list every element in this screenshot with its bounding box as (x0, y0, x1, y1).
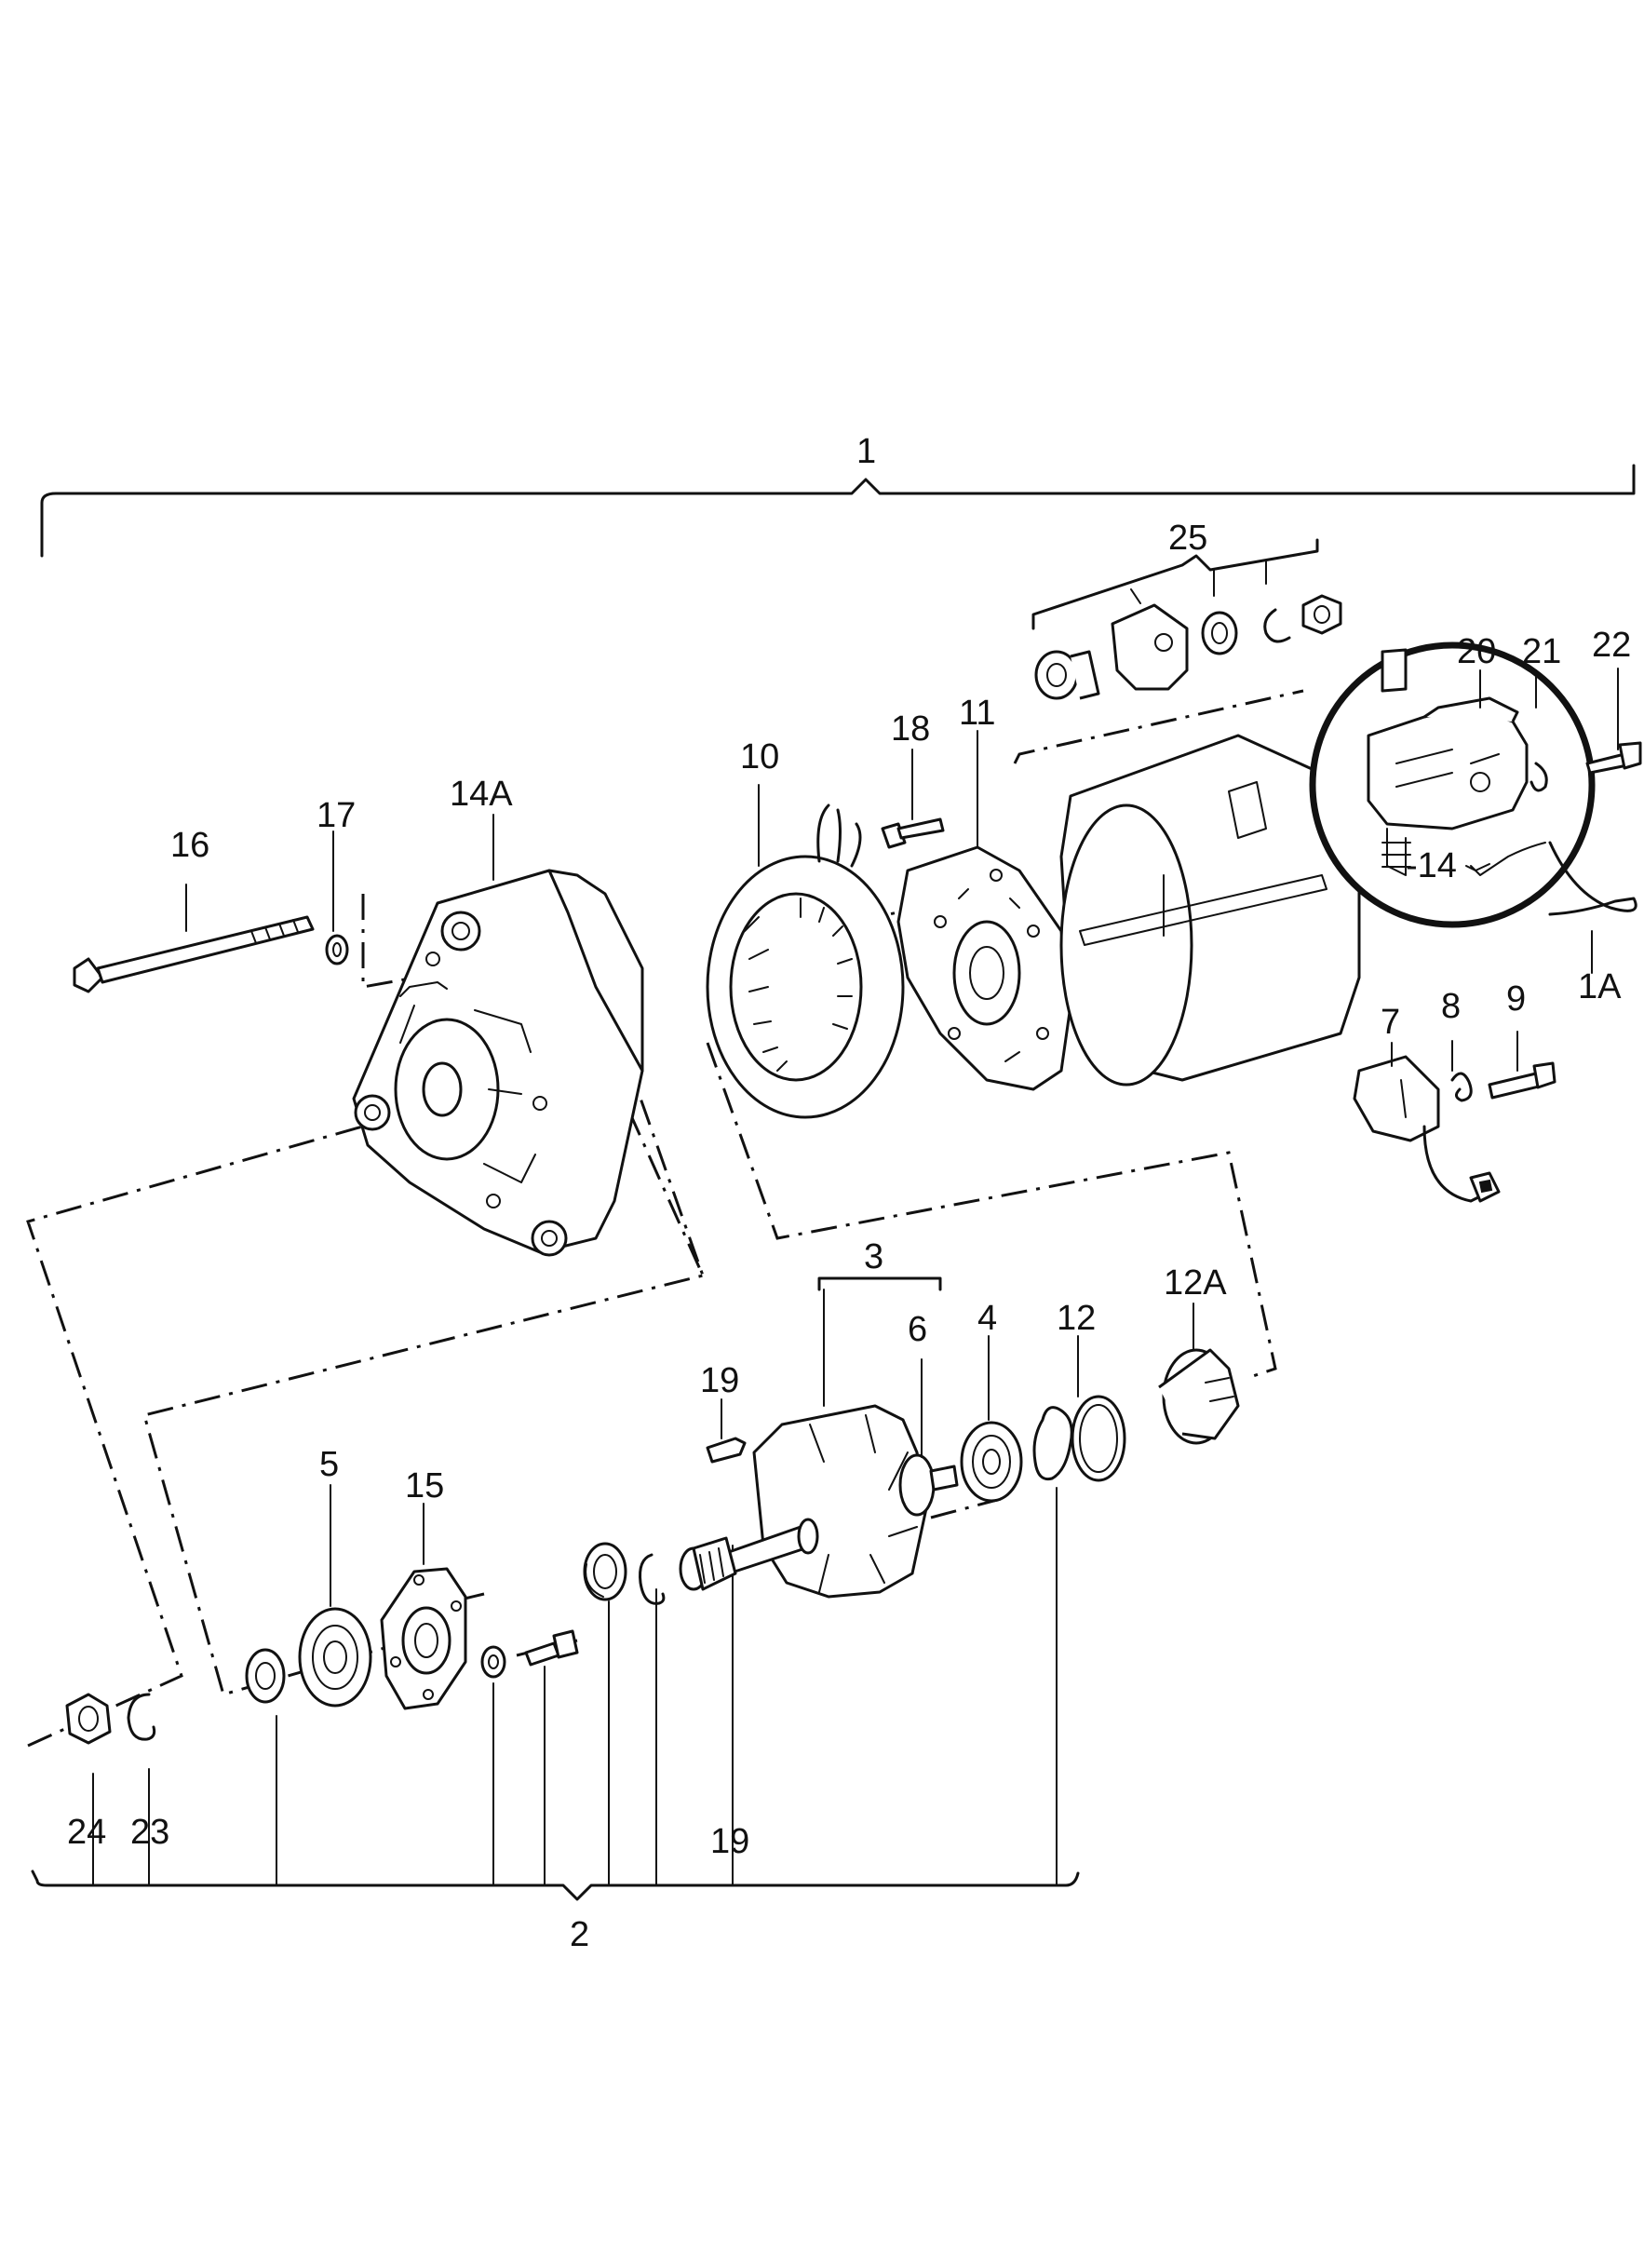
nut-24 (65, 1693, 112, 1745)
label-23: 23 (130, 1813, 169, 1852)
label-4: 4 (977, 1299, 997, 1338)
bracket-2-leader-lines (92, 1487, 1058, 1886)
label-19-top: 19 (700, 1361, 739, 1400)
rectifier-plate-11 (896, 845, 1072, 1091)
stator-10 (706, 803, 905, 1119)
label-8: 8 (1441, 987, 1461, 1026)
bearing-4 (960, 1421, 1023, 1503)
callout-leader-lines (185, 668, 1619, 1607)
washer-17 (325, 934, 349, 965)
label-22: 22 (1592, 626, 1631, 665)
label-6: 6 (908, 1310, 927, 1349)
woodruff-key-19 (706, 1437, 747, 1464)
wire-1A (1548, 841, 1637, 916)
screw-retainer (524, 1629, 579, 1667)
label-18: 18 (891, 709, 930, 749)
label-16: 16 (170, 826, 209, 865)
brush-end-housing (1059, 734, 1361, 1087)
bracket-group-2 (31, 1870, 1080, 1901)
retainer-plate-15 (380, 1567, 467, 1710)
label-1: 1 (856, 432, 876, 471)
spring-washer-8 (1450, 1072, 1473, 1102)
screw-9 (1488, 1061, 1556, 1100)
label-12A: 12A (1164, 1263, 1227, 1303)
callout-labels: 1 25 20 21 22 -14 1A 14A 16 17 10 18 11 … (67, 432, 1631, 1954)
bracket-group-3 (817, 1276, 942, 1291)
cap-12A (1158, 1348, 1240, 1445)
label-7: 7 (1381, 1003, 1400, 1042)
label-11: 11 (959, 694, 995, 733)
label-24: 24 (67, 1813, 106, 1852)
small-washer (480, 1645, 506, 1679)
terminal-hardware-25 (1034, 594, 1342, 700)
label-1A: 1A (1578, 967, 1622, 1006)
label-19-bottom: 19 (710, 1822, 749, 1861)
label-14A: 14A (450, 775, 513, 814)
screw-22 (1585, 741, 1642, 775)
wave-spring (1032, 1406, 1073, 1481)
label-14: -14 (1406, 846, 1457, 885)
spacer-ring (583, 1542, 627, 1601)
label-21: 21 (1522, 632, 1561, 671)
label-12: 12 (1057, 1299, 1096, 1338)
bearing-5 (298, 1607, 372, 1708)
voltage-regulator-7 (1353, 1055, 1501, 1203)
label-25: 25 (1168, 519, 1207, 558)
label-15: 15 (405, 1466, 444, 1505)
regulator-detail-magnifier (1309, 641, 1596, 928)
spacer-washer (245, 1648, 286, 1704)
bracket-assembly-1 (40, 464, 1636, 558)
through-bolt-16 (73, 915, 315, 993)
lock-washer-23 (127, 1693, 156, 1741)
circlip (639, 1553, 666, 1605)
bracket-group-25 (1031, 538, 1319, 630)
label-5: 5 (319, 1445, 339, 1484)
label-3: 3 (864, 1237, 883, 1276)
drive-end-housing-14A (352, 869, 644, 1257)
screw-18 (881, 817, 945, 849)
label-2: 2 (570, 1915, 589, 1954)
label-20: 20 (1457, 632, 1496, 671)
rotor-3 (679, 1404, 959, 1599)
label-10: 10 (740, 737, 779, 776)
label-9: 9 (1506, 979, 1526, 1019)
label-17: 17 (317, 796, 356, 835)
